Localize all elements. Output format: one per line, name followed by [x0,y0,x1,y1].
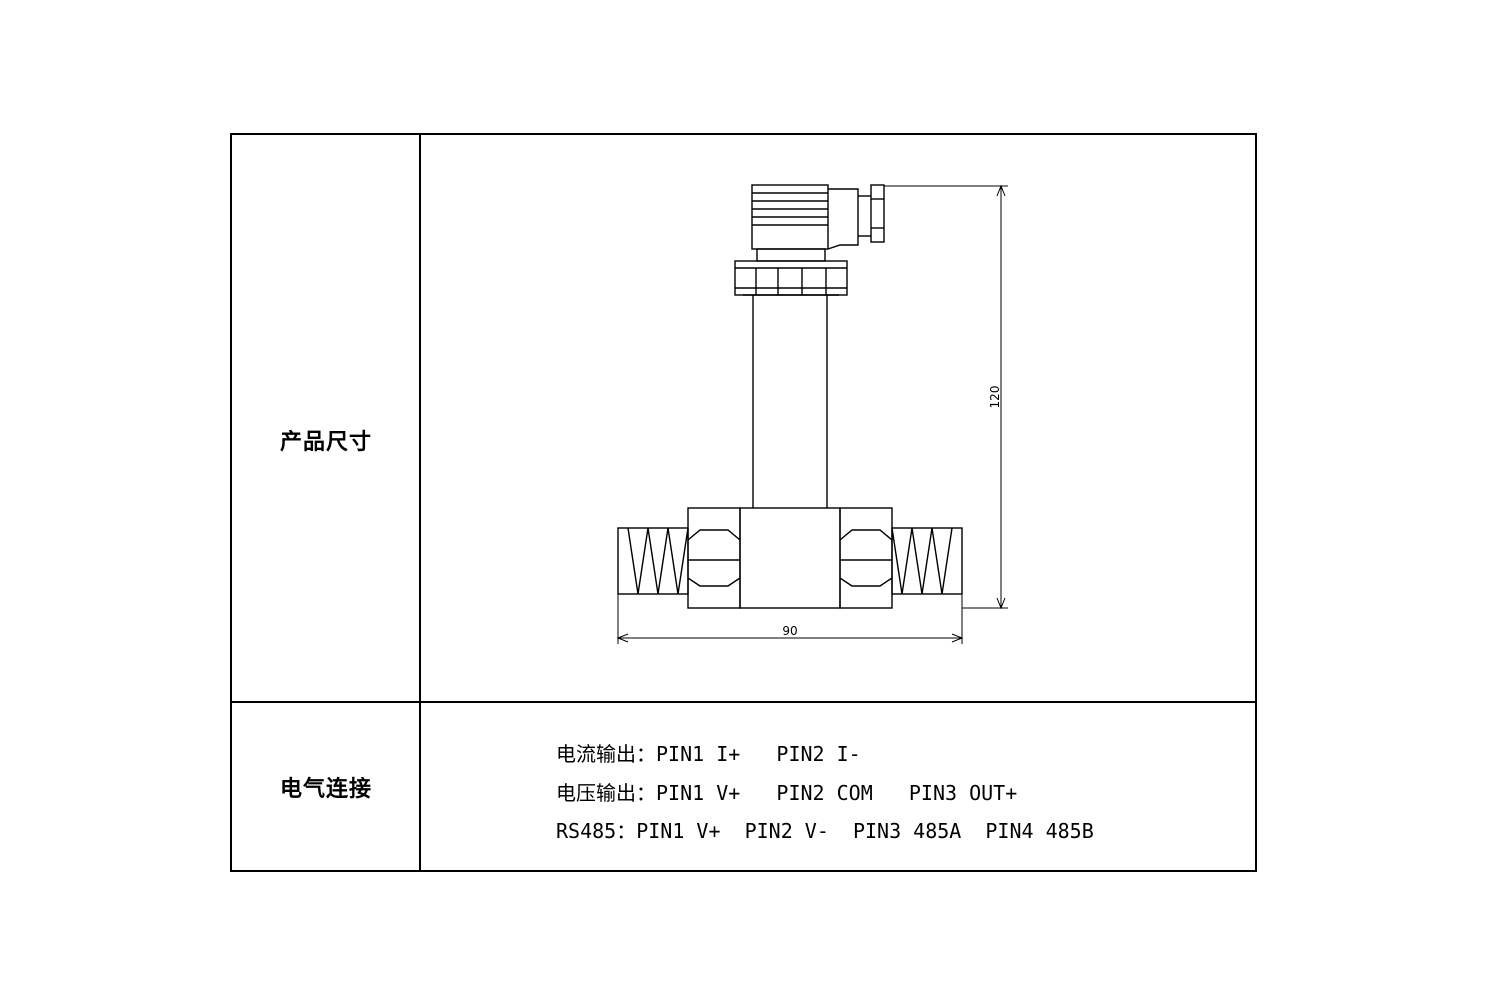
sensor-stem [752,295,828,508]
row-label-dimensions: 产品尺寸 [279,430,372,455]
left-threaded-port [617,527,689,595]
row-label-electrical: 电气连接 [279,777,372,802]
voltage-output-line: 电压输出：PIN1 V+ PIN2 COM PIN3 OUT+ [556,781,1018,805]
left-hex-fitting [687,507,741,609]
table-column-divider [419,133,421,872]
width-dimension-label: 90 [782,624,797,638]
hex-nut [734,260,848,296]
connector-head [751,184,885,262]
table-row-divider [230,701,1257,703]
right-hex-fitting [839,507,893,609]
height-dimension [884,184,1008,610]
right-threaded-port [891,527,963,595]
width-dimension [616,594,964,644]
rs485-line: RS485：PIN1 V+ PIN2 V- PIN3 485A PIN4 485… [556,819,1094,843]
center-body [739,507,841,609]
table-left-border [230,133,232,872]
table-top-border [230,133,1257,135]
table-right-border [1255,133,1257,872]
current-output-line: 电流输出：PIN1 I+ PIN2 I- [556,742,861,766]
height-dimension-label: 120 [988,386,1002,409]
table-bottom-border [230,870,1257,872]
